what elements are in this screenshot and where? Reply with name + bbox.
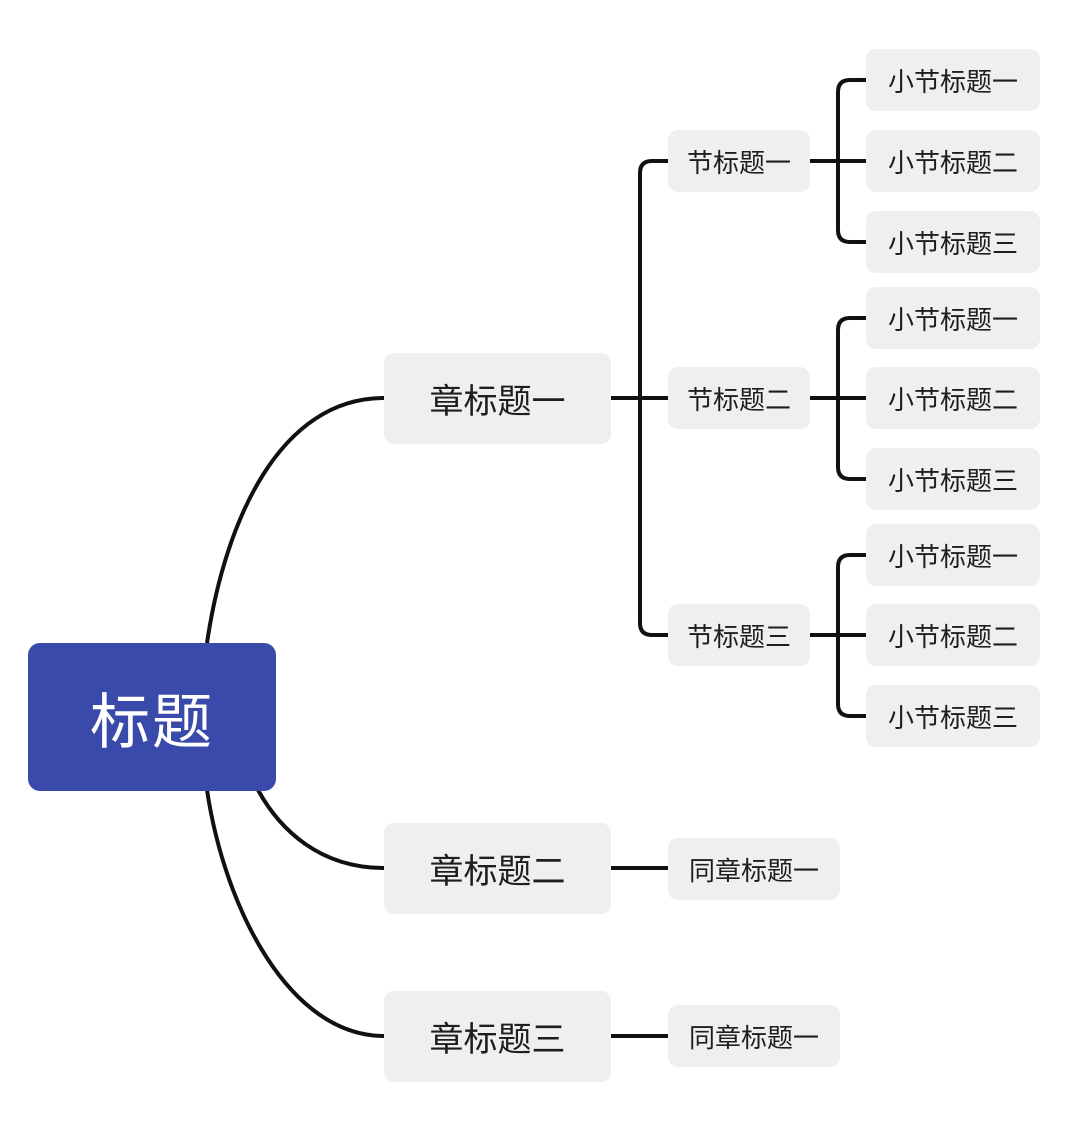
section-node-1[interactable]: 节标题一	[668, 130, 810, 192]
subsection-node[interactable]: 小节标题三	[866, 211, 1040, 273]
subsection-node[interactable]: 小节标题一	[866, 287, 1040, 349]
subsection-node[interactable]: 小节标题二	[866, 604, 1040, 666]
section-node-2[interactable]: 节标题二	[668, 367, 810, 429]
chapter-2-leaf-node[interactable]: 同章标题一	[668, 838, 840, 900]
root-node[interactable]: 标题	[28, 643, 276, 791]
chapter-node-1[interactable]: 章标题一	[384, 353, 611, 444]
link-section-2-bracket	[836, 316, 866, 481]
subsection-node[interactable]: 小节标题三	[866, 448, 1040, 510]
section-node-3[interactable]: 节标题三	[668, 604, 810, 666]
subsection-node[interactable]: 小节标题二	[866, 367, 1040, 429]
subsection-node[interactable]: 小节标题三	[866, 685, 1040, 747]
chapter-3-leaf-node[interactable]: 同章标题一	[668, 1005, 840, 1067]
link-chapter-1-bracket	[638, 159, 668, 637]
subsection-node[interactable]: 小节标题一	[866, 524, 1040, 586]
link-root-chapter-1	[205, 396, 385, 644]
link-root-chapter-2	[256, 789, 385, 870]
chapter-node-3[interactable]: 章标题三	[384, 991, 611, 1082]
link-root-chapter-3	[205, 789, 385, 1038]
chapter-node-2[interactable]: 章标题二	[384, 823, 611, 914]
subsection-node[interactable]: 小节标题一	[866, 49, 1040, 111]
link-section-3-bracket	[836, 553, 866, 718]
link-section-1-bracket	[836, 78, 866, 244]
subsection-node[interactable]: 小节标题二	[866, 130, 1040, 192]
